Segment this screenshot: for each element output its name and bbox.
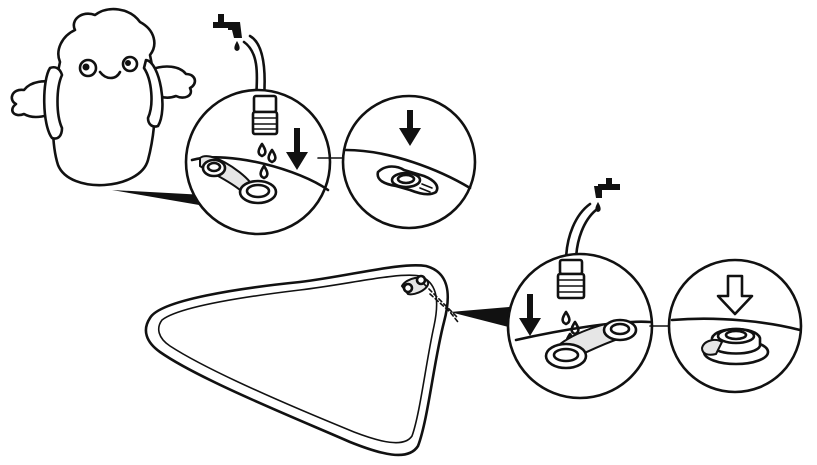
mascot-float: [10, 7, 205, 206]
water-drop-icon: [234, 41, 240, 51]
step2-connect-detail: [506, 178, 671, 400]
detail-circle-4: [667, 258, 803, 394]
valve-icon: [400, 274, 430, 296]
callout-pointer: [450, 306, 520, 330]
down-arrow-icon: [399, 110, 421, 146]
valve-icon: [199, 155, 278, 205]
water-drop-icon: [561, 310, 571, 326]
triangle-float: [144, 264, 520, 457]
down-arrow-icon: [286, 128, 308, 170]
callout-pointer: [112, 190, 205, 206]
water-drop-icon: [257, 142, 267, 158]
step1-closed-detail: [341, 94, 477, 230]
faucet-icon: [213, 14, 242, 51]
smile-icon: [98, 70, 122, 80]
valve-icon: [376, 165, 439, 196]
step2-closed-detail: [667, 258, 803, 394]
valve-icon: [544, 318, 638, 370]
step1-connect-detail: [184, 14, 345, 236]
faucet-icon: [594, 178, 620, 212]
down-arrow-icon: [519, 294, 541, 336]
outline-down-arrow-icon: [716, 274, 754, 316]
valve-icon: [700, 327, 770, 366]
